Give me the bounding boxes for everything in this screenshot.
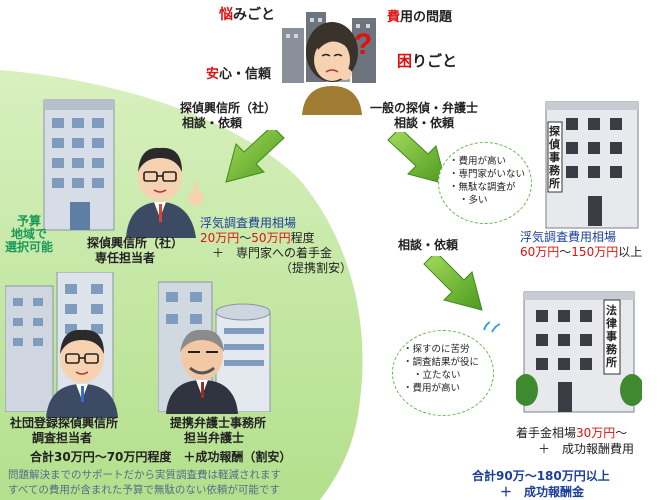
budget-badge: 予算 地域で 選択可能 <box>4 214 53 254</box>
issue-item: 多い <box>449 194 525 207</box>
staff2-caption: 社団登録探偵興信所 調査担当者 <box>10 416 119 445</box>
law-office-sign: 法律事務所 <box>606 304 617 369</box>
right-fee-block: 浮気調査費用相場 60万円～150万円以上 <box>520 230 643 259</box>
worry-label: 悩みごと <box>219 7 275 23</box>
issue-item: 費用が高い <box>403 382 479 395</box>
right-total-line2: ＋ 成功報酬金 <box>500 485 585 499</box>
left-note-2: すべての費用が含まれた予算で無駄のない依頼が可能です <box>8 484 280 496</box>
issue-item: 調査結果が役に <box>403 356 480 369</box>
retainer-line: 着手金相場30万円～ <box>516 426 628 440</box>
lawyer-illustration <box>166 329 238 414</box>
staff3-caption: 提携弁護士事務所 担当弁護士 <box>170 416 267 445</box>
agency-staff-illustration <box>126 147 203 238</box>
detective-issues-bubble: 費用が高い 専門家がいない 無駄な調査が 多い <box>438 142 532 224</box>
worried-person-illustration <box>282 12 376 115</box>
trouble-label: 困りごと <box>397 52 458 70</box>
left-arrow-caption: 探偵興信所（社） 相談・依頼 <box>180 101 277 130</box>
staff1-caption: 探偵興信所（社） 専任担当者 <box>87 236 184 265</box>
sweat-drops-icon <box>483 321 501 333</box>
success-fee-line: ＋ 成功報酬費用 <box>538 442 635 456</box>
issue-item: 立たない <box>403 369 479 382</box>
law-firm-building-illustration <box>516 291 642 413</box>
issue-item: 専門家がいない <box>449 168 526 181</box>
detective-office-sign: 探偵事務所 <box>549 125 560 190</box>
agency-building-illustration <box>43 99 115 231</box>
arrow-down-right-icon <box>423 256 483 311</box>
trust-label: 安心・信頼 <box>206 67 272 82</box>
left-note-1: 問題解決までのサポートだから実質調査費は軽減されます <box>8 469 281 481</box>
arrow-down-left-icon <box>225 130 285 183</box>
left-fee-block: 浮気調査費用相場 20万円～50万円程度 ＋ 専門家への着手金 （提携割安） <box>200 216 353 275</box>
investigator-illustration <box>46 329 118 418</box>
question-mark-icon: ? <box>354 28 373 61</box>
law-issues-bubble: 探すのに苦労 調査結果が役に 立たない 費用が高い <box>392 330 494 416</box>
cost-issue-label: 費用の問題 <box>387 10 453 25</box>
left-total: 合計30万円～70万円程度 ＋成功報酬（割安） <box>30 450 292 464</box>
right-arrow1-caption: 一般の探偵・弁護士 相談・依頼 <box>370 101 479 130</box>
issue-item: 無駄な調査が <box>449 181 525 194</box>
right-total-line1: 合計90万～180万円以上 <box>472 469 610 483</box>
detective-office-building-illustration <box>545 101 639 229</box>
arrow-down-right-icon <box>387 132 447 185</box>
issue-item: 探すのに苦労 <box>403 343 479 356</box>
right-arrow2-caption: 相談・依頼 <box>398 238 459 252</box>
issue-item: 費用が高い <box>449 155 525 168</box>
